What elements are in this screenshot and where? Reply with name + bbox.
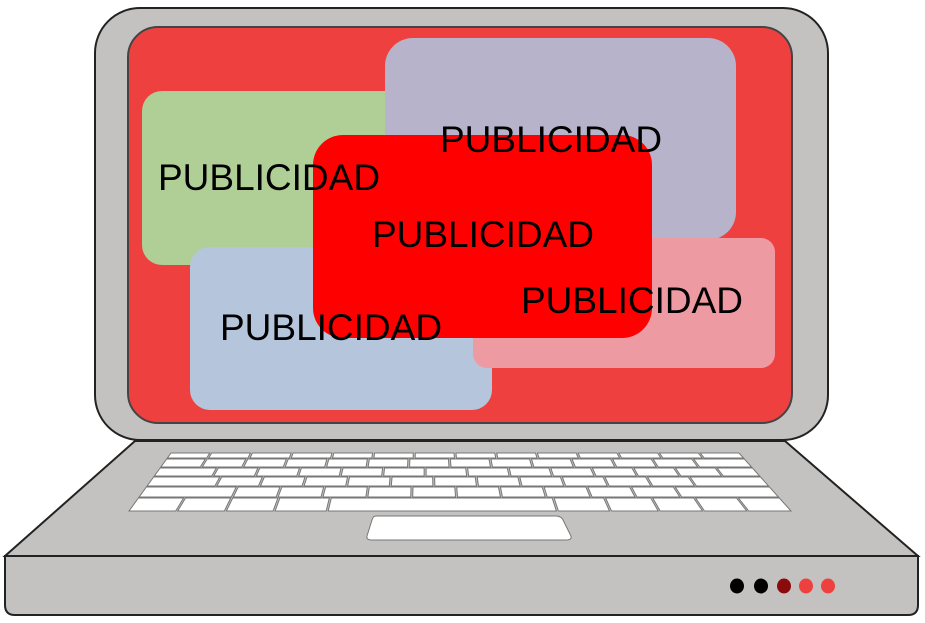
keyboard-key[interactable] — [146, 476, 221, 487]
ad-label: PUBLICIDAD — [220, 307, 442, 348]
keyboard-key[interactable] — [689, 476, 770, 487]
keyboard-key[interactable] — [553, 497, 611, 512]
keyboard-key[interactable] — [367, 486, 412, 498]
keyboard-key[interactable] — [604, 497, 660, 512]
keyboard-key[interactable] — [646, 476, 696, 487]
indicator-light — [754, 578, 768, 594]
ad-label: PUBLICIDAD — [440, 119, 662, 160]
keyboard-key[interactable] — [591, 467, 638, 477]
keyboard-key[interactable] — [508, 467, 553, 477]
keyboard-key[interactable] — [519, 476, 565, 487]
touchpad[interactable] — [366, 515, 572, 541]
keyboard-key[interactable] — [249, 452, 292, 459]
keyboard-key[interactable] — [536, 452, 580, 459]
indicator-light — [777, 578, 791, 594]
keyboard-key[interactable] — [166, 452, 211, 459]
keyboard-key[interactable] — [467, 467, 510, 477]
keyboard-key[interactable] — [255, 467, 301, 477]
keyboard-key[interactable] — [476, 476, 521, 487]
keyboard-key[interactable] — [611, 458, 658, 468]
keyboard-key[interactable] — [201, 458, 247, 468]
keyboard-key[interactable] — [409, 458, 450, 468]
keyboard-key[interactable] — [138, 486, 237, 498]
keyboard-key[interactable] — [225, 497, 279, 512]
keyboard — [128, 452, 793, 512]
ad-label: PUBLICIDAD — [372, 214, 594, 255]
indicator-light — [799, 578, 813, 594]
keyboard-key[interactable] — [550, 467, 595, 477]
keyboard-key[interactable] — [303, 476, 349, 487]
keyboard-key[interactable] — [425, 467, 468, 477]
keyboard-key[interactable] — [530, 458, 575, 468]
keyboard-key[interactable] — [587, 486, 636, 498]
laptop-base-front — [4, 555, 919, 616]
keyboard-key[interactable] — [159, 458, 207, 468]
indicator-light — [821, 578, 835, 594]
keyboard-key[interactable] — [390, 476, 434, 487]
keyboard-key[interactable] — [618, 452, 662, 459]
ad-label: PUBLICIDAD — [521, 280, 743, 321]
keyboard-key[interactable] — [412, 486, 457, 498]
keyboard-key[interactable] — [216, 476, 264, 487]
keyboard-key[interactable] — [232, 486, 281, 498]
keyboard-key[interactable] — [325, 458, 368, 468]
keyboard-key[interactable] — [383, 467, 425, 477]
keyboard-key[interactable] — [347, 476, 391, 487]
keyboard-key[interactable] — [373, 452, 414, 459]
keyboard-key[interactable] — [322, 486, 368, 498]
keyboard-key[interactable] — [692, 458, 753, 468]
keyboard-key[interactable] — [153, 467, 218, 477]
keyboard-key[interactable] — [277, 486, 325, 498]
keyboard-key[interactable] — [367, 458, 409, 468]
keyboard-key[interactable] — [604, 476, 652, 487]
keyboard-key[interactable] — [298, 467, 342, 477]
keyboard-key[interactable] — [716, 467, 761, 477]
indicator-lights — [730, 578, 835, 594]
keyboard-key[interactable] — [331, 452, 374, 459]
keyboard-key[interactable] — [327, 497, 558, 512]
keyboard-key[interactable] — [290, 452, 333, 459]
keyboard-key[interactable] — [577, 452, 621, 459]
keyboard-key[interactable] — [414, 452, 455, 459]
keyboard-key[interactable] — [496, 452, 538, 459]
keyboard-key[interactable] — [434, 476, 478, 487]
ad-label: PUBLICIDAD — [158, 157, 380, 198]
keyboard-key[interactable] — [674, 467, 723, 477]
keyboard-key[interactable] — [455, 452, 497, 459]
keyboard-key[interactable] — [737, 497, 793, 512]
keyboard-key[interactable] — [128, 497, 185, 512]
keyboard-key[interactable] — [694, 497, 748, 512]
keyboard-key[interactable] — [242, 458, 288, 468]
keyboard-key[interactable] — [630, 486, 681, 498]
keyboard-key[interactable] — [699, 452, 745, 459]
ad-labels: PUBLICIDAD PUBLICIDAD PUBLICIDAD PUBLICI… — [158, 119, 743, 348]
keyboard-key[interactable] — [207, 452, 252, 459]
keyboard-key[interactable] — [561, 476, 609, 487]
keyboard-key[interactable] — [633, 467, 680, 477]
indicator-light — [730, 578, 744, 594]
keyboard-key[interactable] — [571, 458, 616, 468]
keyboard-key[interactable] — [456, 486, 502, 498]
keyboard-key[interactable] — [212, 467, 259, 477]
keyboard-key[interactable] — [284, 458, 328, 468]
keyboard-key[interactable] — [449, 458, 492, 468]
keyboard-key[interactable] — [274, 497, 330, 512]
keyboard-key[interactable] — [176, 497, 232, 512]
ad-red[interactable] — [313, 135, 652, 338]
keyboard-key[interactable] — [658, 452, 704, 459]
keyboard-key[interactable] — [652, 458, 699, 468]
keyboard-key[interactable] — [499, 486, 546, 498]
keyboard-key[interactable] — [543, 486, 591, 498]
keyboard-key[interactable] — [490, 458, 533, 468]
keyboard-key[interactable] — [259, 476, 306, 487]
keyboard-key[interactable] — [674, 486, 780, 498]
keyboard-key[interactable] — [340, 467, 384, 477]
keyboard-key[interactable] — [651, 497, 704, 512]
